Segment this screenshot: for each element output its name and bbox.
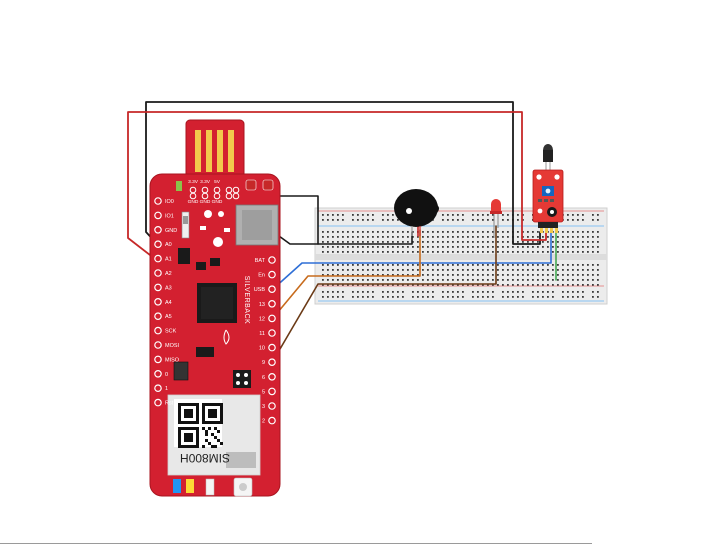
wire-black-top <box>145 101 541 247</box>
top-pin-label-2: 5V <box>214 179 221 185</box>
right-pin-label-7: 9 <box>262 360 265 366</box>
left-pin-9 <box>154 326 162 335</box>
right-pin-label-0: BAT <box>255 258 266 264</box>
buzzer <box>394 189 439 236</box>
right-pin-label-11: 2 <box>262 419 265 425</box>
brand-label: SILVERBACK <box>243 276 250 324</box>
left-pin-3 <box>154 240 162 249</box>
left-pin-label-12: 0 <box>165 372 168 378</box>
right-pin-1 <box>268 270 276 279</box>
left-pin-13 <box>154 384 162 393</box>
right-pin-label-5: 11 <box>259 331 265 337</box>
left-pin-label-5: A2 <box>165 271 172 277</box>
right-pin-label-4: 12 <box>259 316 265 322</box>
top-pin-label-5: GND <box>212 199 223 205</box>
top-pin-label-1: 3.3V <box>200 179 211 185</box>
right-pin-label-1: En <box>258 273 265 279</box>
top-pin-2 <box>213 186 221 194</box>
ir-flame-sensor <box>532 144 564 233</box>
left-pin-label-2: GND <box>165 228 177 234</box>
top-pin-label-4: GND <box>200 199 211 205</box>
left-pin-label-8: A5 <box>165 314 172 320</box>
left-pin-label-10: MOSI <box>165 343 180 349</box>
top-pin-label-0: 3.3V <box>188 179 199 185</box>
top-pin-label-3: GND <box>188 199 199 205</box>
right-pin-8 <box>268 372 276 381</box>
right-pin-4 <box>268 314 276 323</box>
breadboard-holes <box>322 214 599 298</box>
right-pin-label-10: 3 <box>262 404 265 410</box>
left-pin-label-7: A4 <box>165 300 172 306</box>
left-pin-7 <box>154 297 162 306</box>
left-pin-0 <box>154 197 162 205</box>
bottom-rule <box>0 543 592 544</box>
left-pin-label-4: A1 <box>165 257 172 263</box>
right-pin-label-6: 10 <box>259 346 265 352</box>
top-pin-0 <box>189 186 197 194</box>
right-pin-0 <box>268 256 276 264</box>
left-pin-5 <box>154 269 162 277</box>
top-pin-3 <box>189 192 197 200</box>
left-pin-label-11: MISO <box>165 357 180 363</box>
left-pin-10 <box>154 341 162 349</box>
left-pin-label-13: 1 <box>165 386 168 392</box>
left-pin-6 <box>154 283 162 292</box>
right-pin-label-9: 5 <box>262 389 265 395</box>
left-pin-label-14: Rst <box>165 401 174 407</box>
right-pin-2 <box>268 285 276 294</box>
left-pin-label-6: A3 <box>165 285 172 291</box>
right-pin-6 <box>268 343 276 352</box>
right-pin-7 <box>268 358 276 367</box>
red-led <box>490 199 502 238</box>
left-pin-11 <box>154 355 162 364</box>
left-pin-8 <box>154 312 162 321</box>
module-label: SIM800H <box>180 451 230 465</box>
qr-code <box>178 403 223 448</box>
breadboard <box>314 207 608 305</box>
right-pin-9 <box>268 387 276 396</box>
left-pin-label-0: IO0 <box>165 199 174 205</box>
right-pin-5 <box>268 329 276 337</box>
wire-orange <box>272 229 421 319</box>
left-pin-label-1: IO1 <box>165 213 174 219</box>
right-pin-10 <box>268 402 276 410</box>
right-pin-3 <box>268 299 276 308</box>
top-pin-1 <box>201 186 209 194</box>
left-pin-label-3: A0 <box>165 242 172 248</box>
left-pin-label-9: SCK <box>165 329 177 335</box>
right-pin-label-8: 6 <box>262 375 265 381</box>
right-pin-11 <box>268 416 276 425</box>
left-pin-1 <box>154 211 162 220</box>
left-pin-12 <box>154 369 162 378</box>
wire-red-top <box>127 111 547 263</box>
wires <box>127 101 557 362</box>
right-pin-label-2: USB <box>254 287 266 293</box>
wire-blue <box>272 231 552 290</box>
top-pin-5 <box>213 192 221 200</box>
left-pin-2 <box>154 226 162 234</box>
right-pin-label-3: 13 <box>259 302 265 308</box>
wire-brown <box>272 225 497 362</box>
left-pin-14 <box>154 398 162 407</box>
top-pin-4 <box>201 192 209 200</box>
left-pin-4 <box>154 254 162 263</box>
